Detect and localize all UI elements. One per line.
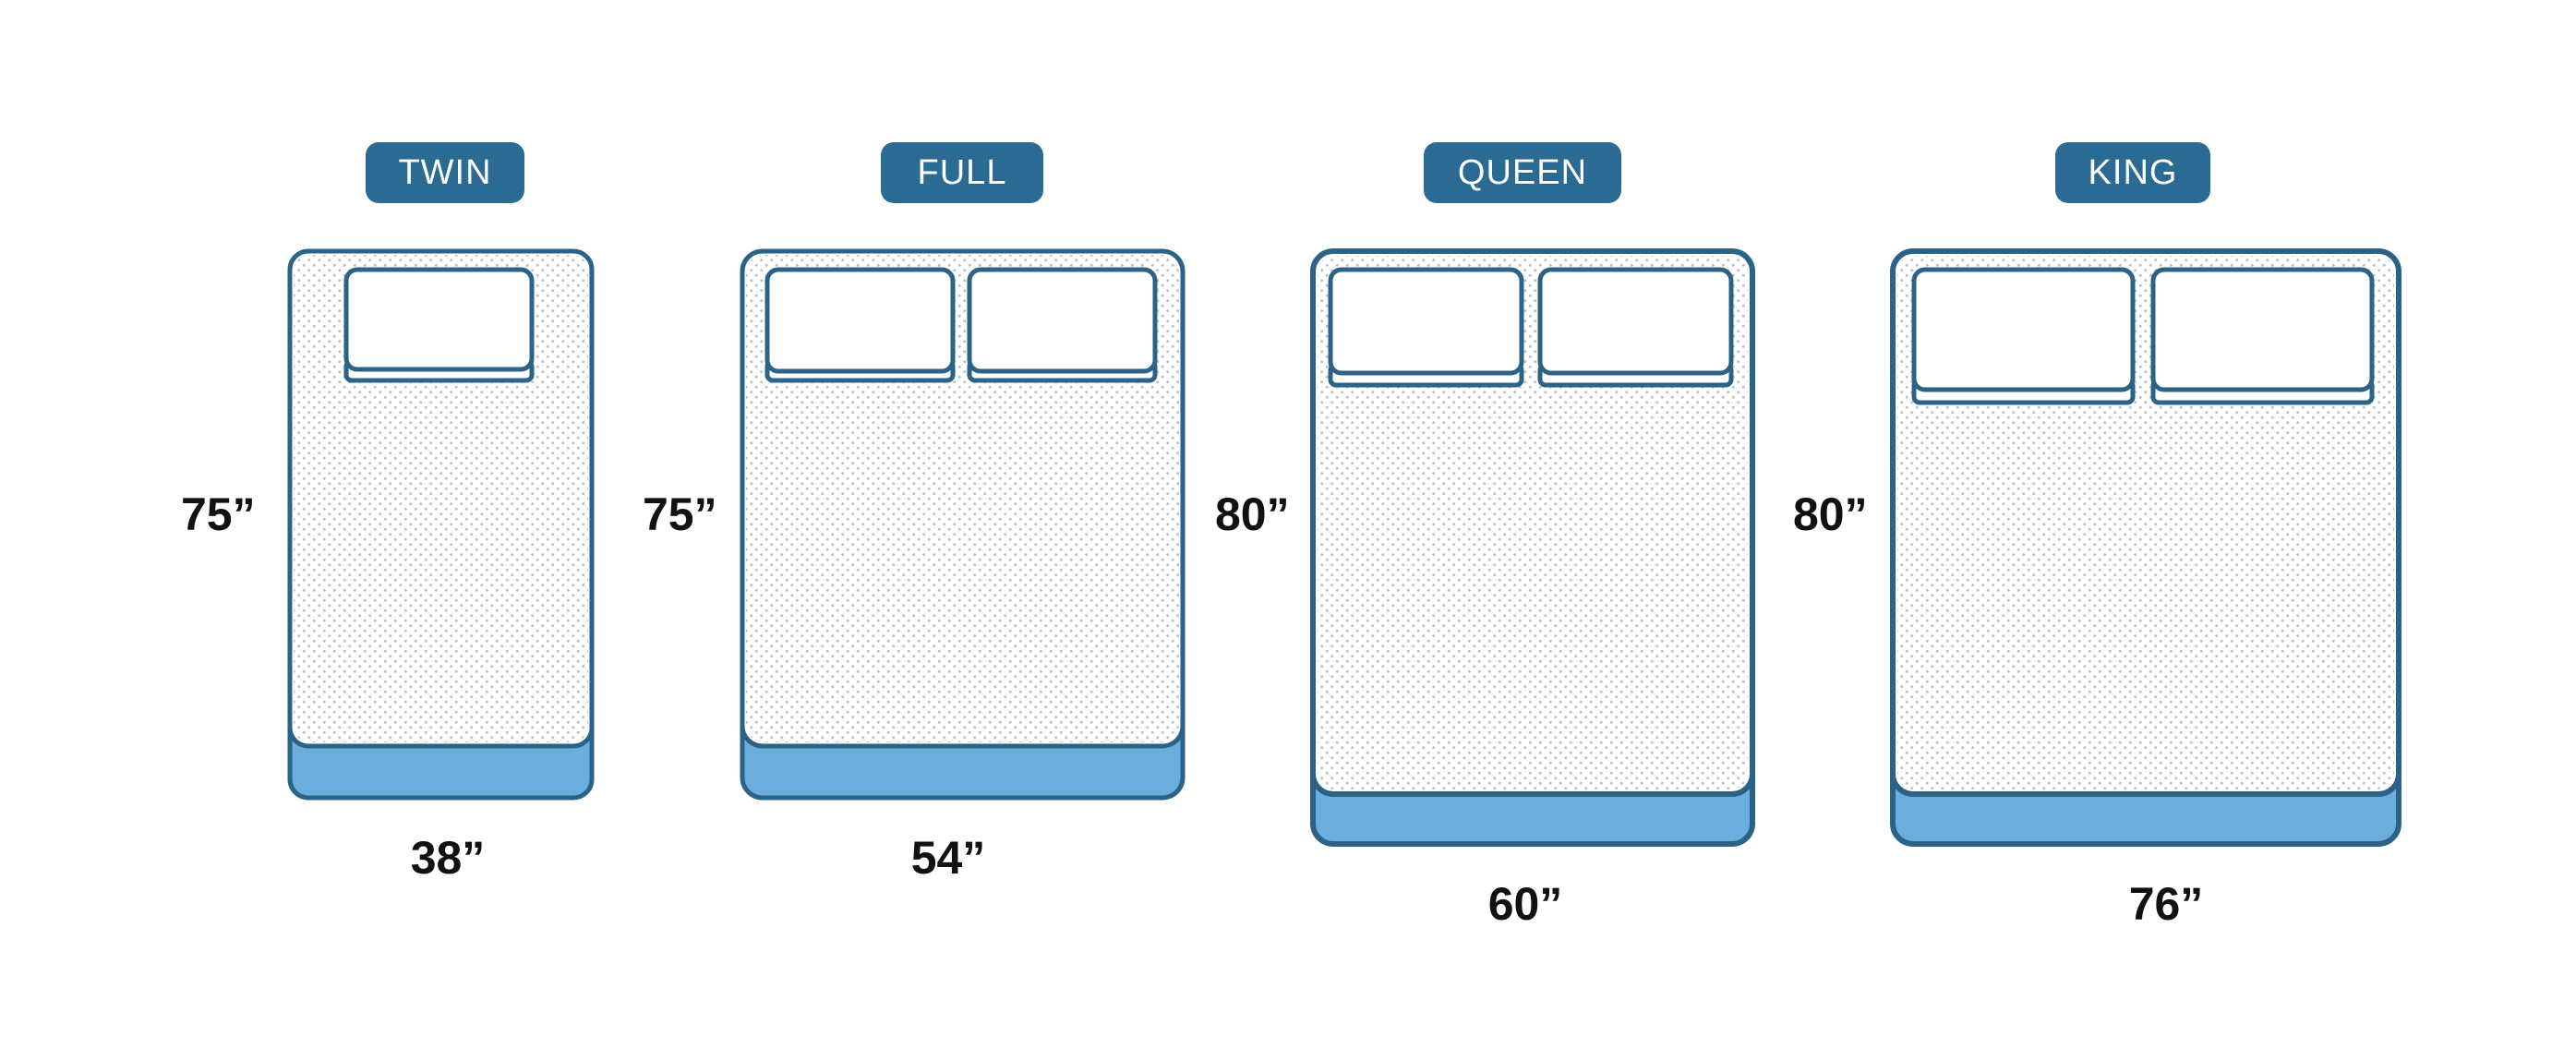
bed-length-full: 75”: [643, 488, 717, 540]
bed-label-king: KING: [2055, 142, 2210, 203]
bed-width-full: 54”: [910, 832, 986, 884]
bed-width-king: 76”: [2128, 878, 2204, 930]
pillow: [2150, 267, 2375, 392]
king-bed-icon: [1890, 248, 2401, 847]
pillow: [343, 267, 535, 372]
full-bed-icon: [740, 248, 1186, 801]
pillow: [1328, 267, 1524, 376]
bed-length-queen: 80”: [1215, 488, 1290, 540]
pillow: [967, 267, 1158, 374]
bed-label-twin: TWIN: [366, 142, 524, 203]
bed-label-queen: QUEEN: [1424, 142, 1621, 203]
bed-label-full: FULL: [881, 142, 1043, 203]
pillow: [1537, 267, 1734, 376]
bed-width-queen: 60”: [1487, 878, 1563, 930]
bed-length-king: 80”: [1793, 488, 1868, 540]
twin-bed-icon: [287, 248, 595, 801]
pillow: [764, 267, 956, 374]
queen-bed-icon: [1310, 248, 1755, 847]
bed-length-twin: 75”: [181, 488, 256, 540]
bed-width-twin: 38”: [410, 832, 486, 884]
pillow: [1911, 267, 2136, 392]
